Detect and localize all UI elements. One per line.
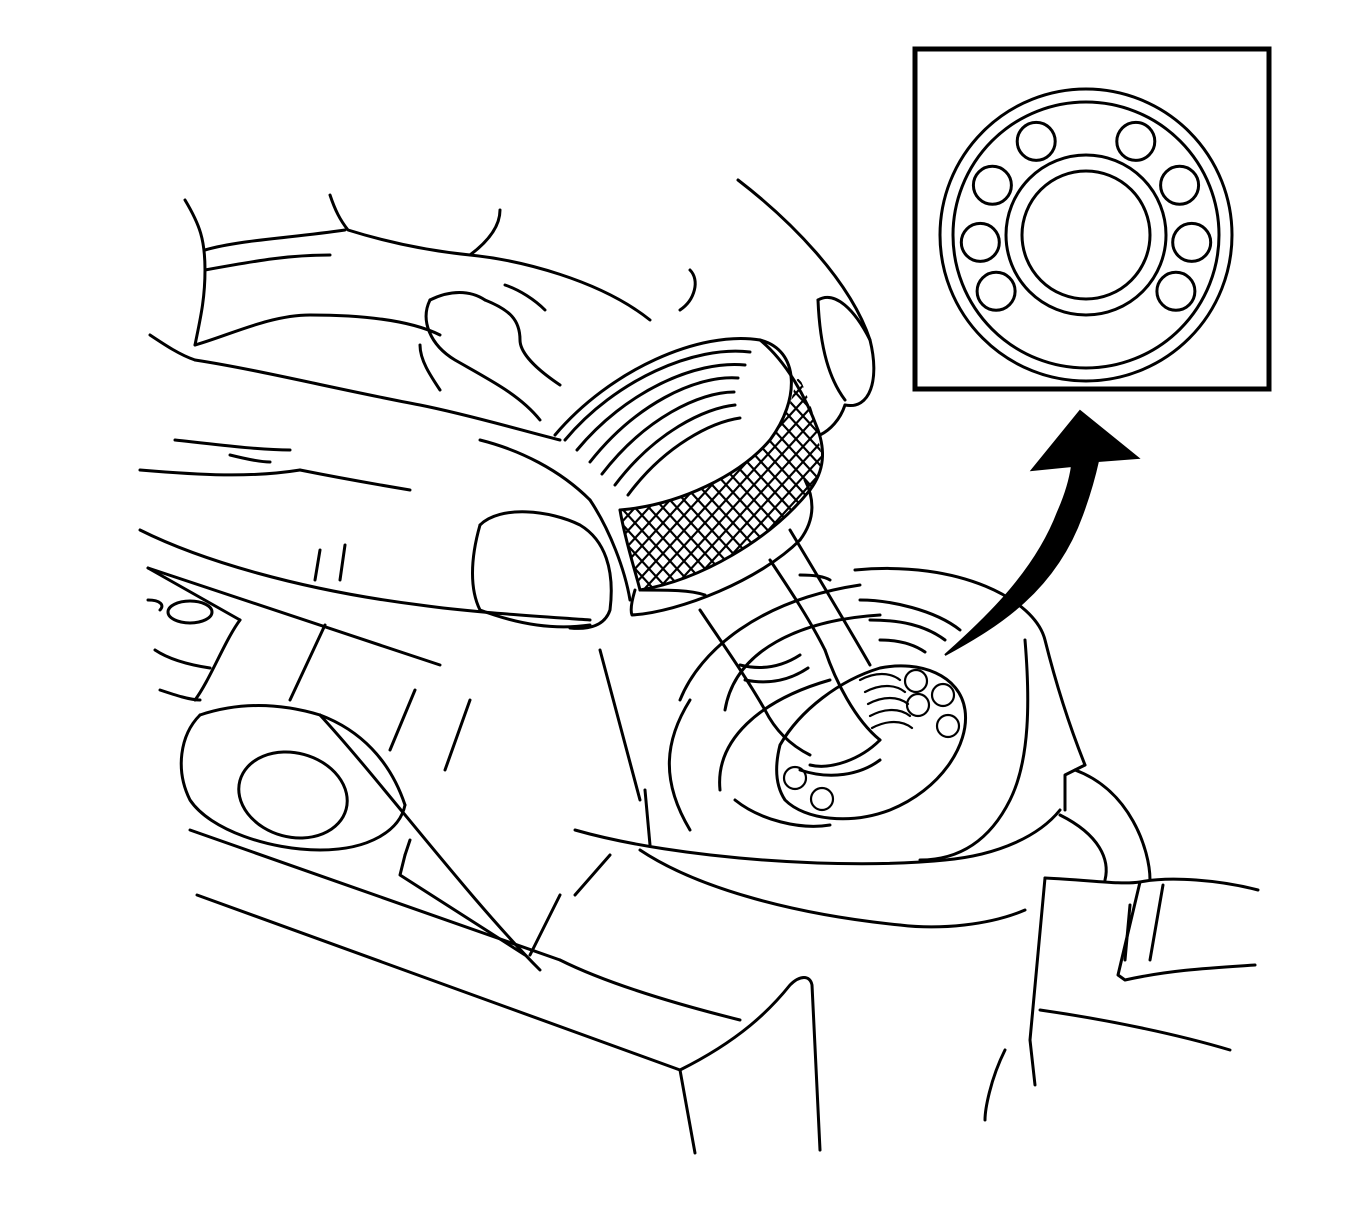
knurl-line <box>938 380 1158 620</box>
knurl-line <box>392 380 612 620</box>
inset-ball <box>1115 120 1157 162</box>
knurl-line <box>620 378 754 590</box>
knurl-line <box>796 378 822 590</box>
main-ball <box>809 786 835 812</box>
inset-frame <box>912 46 1272 392</box>
hand-icon <box>138 178 876 630</box>
main-ball <box>782 765 808 791</box>
knurl-line <box>782 378 822 590</box>
knurl-line <box>796 378 822 590</box>
knurl-line <box>620 378 684 590</box>
knurl-line <box>322 380 542 620</box>
housing-icon <box>146 566 1260 1155</box>
inset-ball <box>1159 164 1201 206</box>
knurl-line <box>642 378 822 590</box>
knurl-line <box>782 378 822 590</box>
inset-outer-race-outer <box>938 87 1234 383</box>
main-ball <box>935 713 961 739</box>
knurl-line <box>308 380 528 620</box>
knurl-line <box>754 378 822 590</box>
knurl-line <box>938 380 1158 620</box>
knurl-line <box>740 378 822 590</box>
main-ball <box>905 692 931 718</box>
knurl-line <box>740 378 822 590</box>
inset-ball <box>1155 270 1197 312</box>
knurl-line <box>620 378 712 590</box>
knurl-line <box>620 378 628 590</box>
knurl-line <box>810 378 822 590</box>
knurl-line <box>620 378 628 590</box>
knurl-line <box>392 380 612 620</box>
knurl-line <box>768 378 822 590</box>
knurl-line <box>726 378 822 590</box>
knurl-line <box>726 378 822 590</box>
bearing-icon <box>775 664 968 821</box>
inset-ball-group <box>959 120 1213 312</box>
main-ball <box>903 668 929 694</box>
inset-bearing-icon <box>938 87 1234 383</box>
inset-inner-race-bore <box>1020 169 1152 301</box>
inset-ball <box>1015 120 1057 162</box>
knurl-line <box>620 378 712 590</box>
main-ball-group <box>782 668 961 812</box>
knurl-line <box>620 378 642 590</box>
main-ball <box>930 682 956 708</box>
inset-ball <box>971 164 1013 206</box>
knurl-line <box>620 378 796 590</box>
knurl-line <box>322 380 542 620</box>
knurl-line <box>294 380 514 620</box>
knurl-line <box>336 380 556 620</box>
knurl-line <box>620 378 642 590</box>
inset-ball <box>1171 221 1213 263</box>
knurl-line <box>620 378 754 590</box>
inset-ball <box>975 270 1017 312</box>
knurl-line <box>656 378 822 590</box>
knurl-line <box>308 380 528 620</box>
cylinder-boss <box>179 704 542 972</box>
knurl-line <box>378 380 598 620</box>
inset-ball <box>959 221 1001 263</box>
knurl-line <box>294 380 514 620</box>
inset-outer-race-inner <box>951 100 1221 370</box>
knurl-line <box>684 378 822 590</box>
knurl-line <box>336 380 556 620</box>
inset-detail <box>912 46 1272 392</box>
knurl-line <box>378 380 598 620</box>
inset-inner-race-outer <box>1004 153 1168 317</box>
curved-arrow-icon <box>944 409 1141 656</box>
knurl-line <box>620 378 698 590</box>
knurl-line <box>810 378 822 590</box>
